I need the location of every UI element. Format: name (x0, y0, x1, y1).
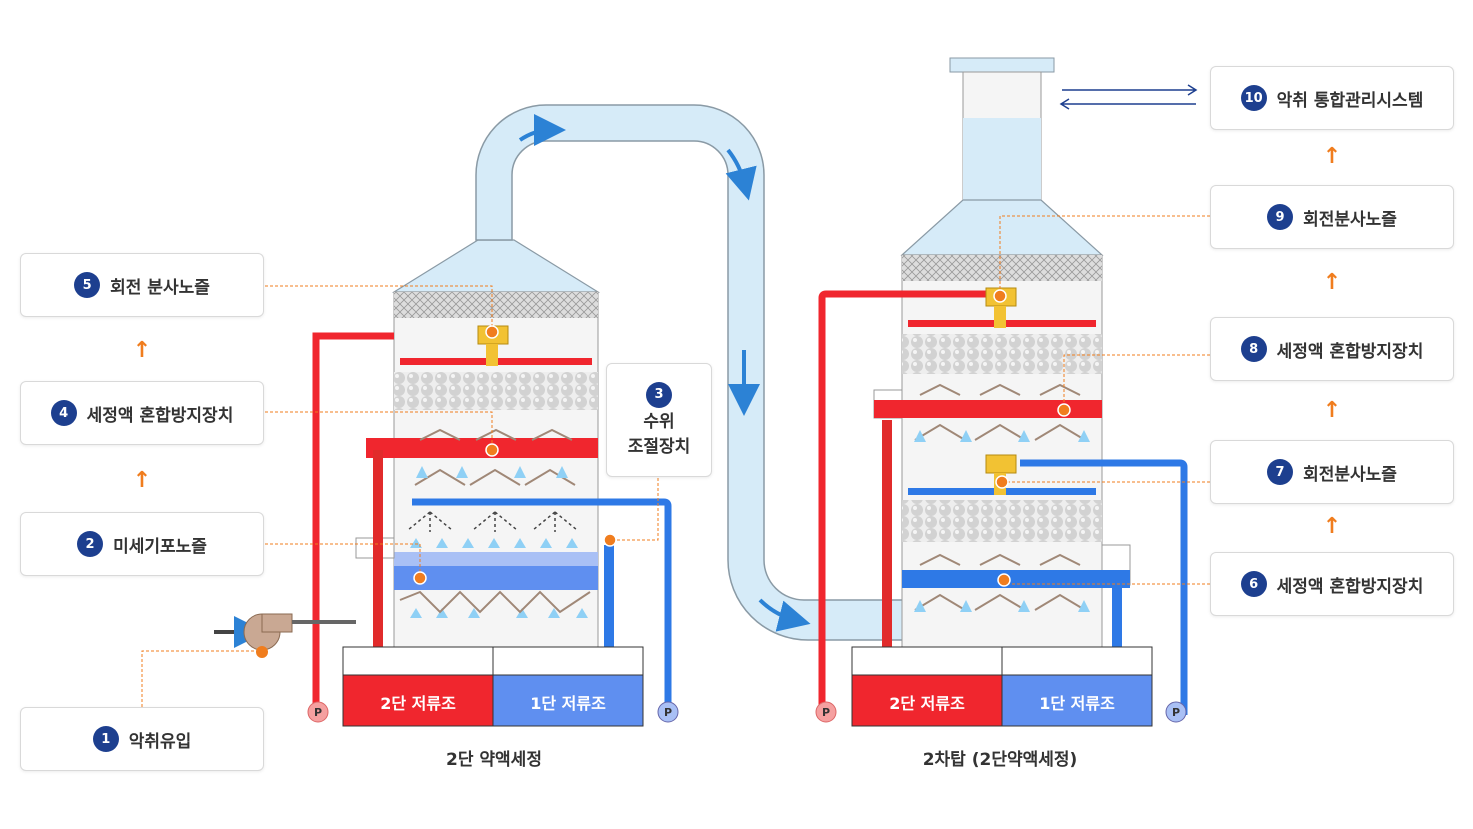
left-mist-arrows (410, 466, 588, 618)
tank-label-right-stage2: 2단 저류조 (889, 694, 965, 713)
label-4-text: 세정액 혼합방지장치 (86, 405, 234, 426)
label-2-text: 미세기포노즐 (113, 536, 207, 557)
label-card-8: 8 세정액 혼합방지장치 (1210, 317, 1454, 381)
svg-text:P: P (822, 706, 830, 719)
label-8-text: 세정액 혼합방지장치 (1276, 341, 1424, 362)
up-arrow-icon: ↑ (132, 338, 152, 363)
caption-right-tower: 2차탑 (2단약액세정) (922, 750, 1078, 770)
exhaust-arrows (1059, 84, 1198, 110)
label-card-10: 10 악취 통합관리시스템 (1210, 66, 1454, 130)
label-9-text: 회전분사노즐 (1303, 209, 1397, 230)
right-red-pipe (818, 290, 990, 715)
tank-label-left-stage2: 2단 저류조 (380, 694, 456, 713)
blower-icon (214, 613, 356, 658)
up-arrow-icon: ↑ (1322, 144, 1342, 169)
badge-6: 6 (1240, 571, 1267, 597)
badge-3: 3 (646, 381, 672, 408)
tank-label-left-stage1: 1단 저류조 (530, 694, 606, 713)
label-card-9: 9 회전분사노즐 (1210, 185, 1454, 249)
badge-10: 10 (1240, 85, 1267, 111)
orange-marker (413, 289, 1071, 587)
pump-letter: P P P P (314, 706, 1180, 719)
badge-7: 7 (1267, 459, 1294, 485)
right-louvers (914, 383, 1086, 611)
left-bottom-trays (399, 590, 591, 614)
up-arrow-icon: ↑ (1322, 398, 1342, 423)
badge-8: 8 (1240, 336, 1267, 362)
left-louvers (414, 428, 576, 486)
label-card-1: 1 악취유입 (20, 707, 264, 771)
badge-4: 4 (50, 400, 77, 426)
left-tower (355, 239, 601, 648)
label-card-7: 7 회전분사노즐 (1210, 440, 1454, 504)
tanks (342, 646, 1153, 727)
badge-2: 2 (77, 531, 104, 557)
leader-lines (141, 215, 1210, 707)
badge-5: 5 (74, 272, 101, 298)
left-spray-nozzles (407, 511, 578, 532)
right-tower (873, 57, 1131, 648)
left-red-pipe (312, 332, 394, 715)
tank-label-right-stage1: 1단 저류조 (1039, 694, 1115, 713)
svg-text:P: P (664, 706, 672, 719)
duct-flow-arrows (518, 114, 811, 632)
label-card-6: 6 세정액 혼합방지장치 (1210, 552, 1454, 616)
connecting-duct (475, 104, 904, 641)
svg-text:P: P (314, 706, 322, 719)
caption-left-tower: 2단 약액세정 (446, 750, 542, 770)
label-card-4: 4 세정액 혼합방지장치 (20, 381, 264, 445)
label-5-text: 회전 분사노즐 (110, 277, 210, 298)
label-1-text: 악취유입 (128, 731, 192, 752)
pump-icon (307, 701, 1187, 723)
svg-text:P: P (1172, 706, 1180, 719)
right-mist-arrows (914, 430, 1090, 612)
label-3-line1: 수위 (643, 411, 675, 432)
label-6-text: 세정액 혼합방지장치 (1276, 576, 1424, 597)
badge-1: 1 (92, 726, 119, 752)
label-card-2: 2 미세기포노즐 (20, 512, 264, 576)
up-arrow-icon: ↑ (132, 468, 152, 493)
left-blue-pipe (412, 498, 672, 715)
up-arrow-icon: ↑ (1322, 270, 1342, 295)
label-3-line2: 조절장치 (627, 437, 691, 457)
label-10-text: 악취 통합관리시스템 (1276, 90, 1424, 111)
label-card-3: 3 수위 조절장치 (606, 363, 712, 477)
label-card-5: 5 회전 분사노즐 (20, 253, 264, 317)
up-arrow-icon: ↑ (1322, 514, 1342, 539)
right-blue-pipe (1020, 459, 1188, 715)
label-7-text: 회전분사노즐 (1303, 464, 1397, 485)
badge-9: 9 (1267, 204, 1294, 230)
